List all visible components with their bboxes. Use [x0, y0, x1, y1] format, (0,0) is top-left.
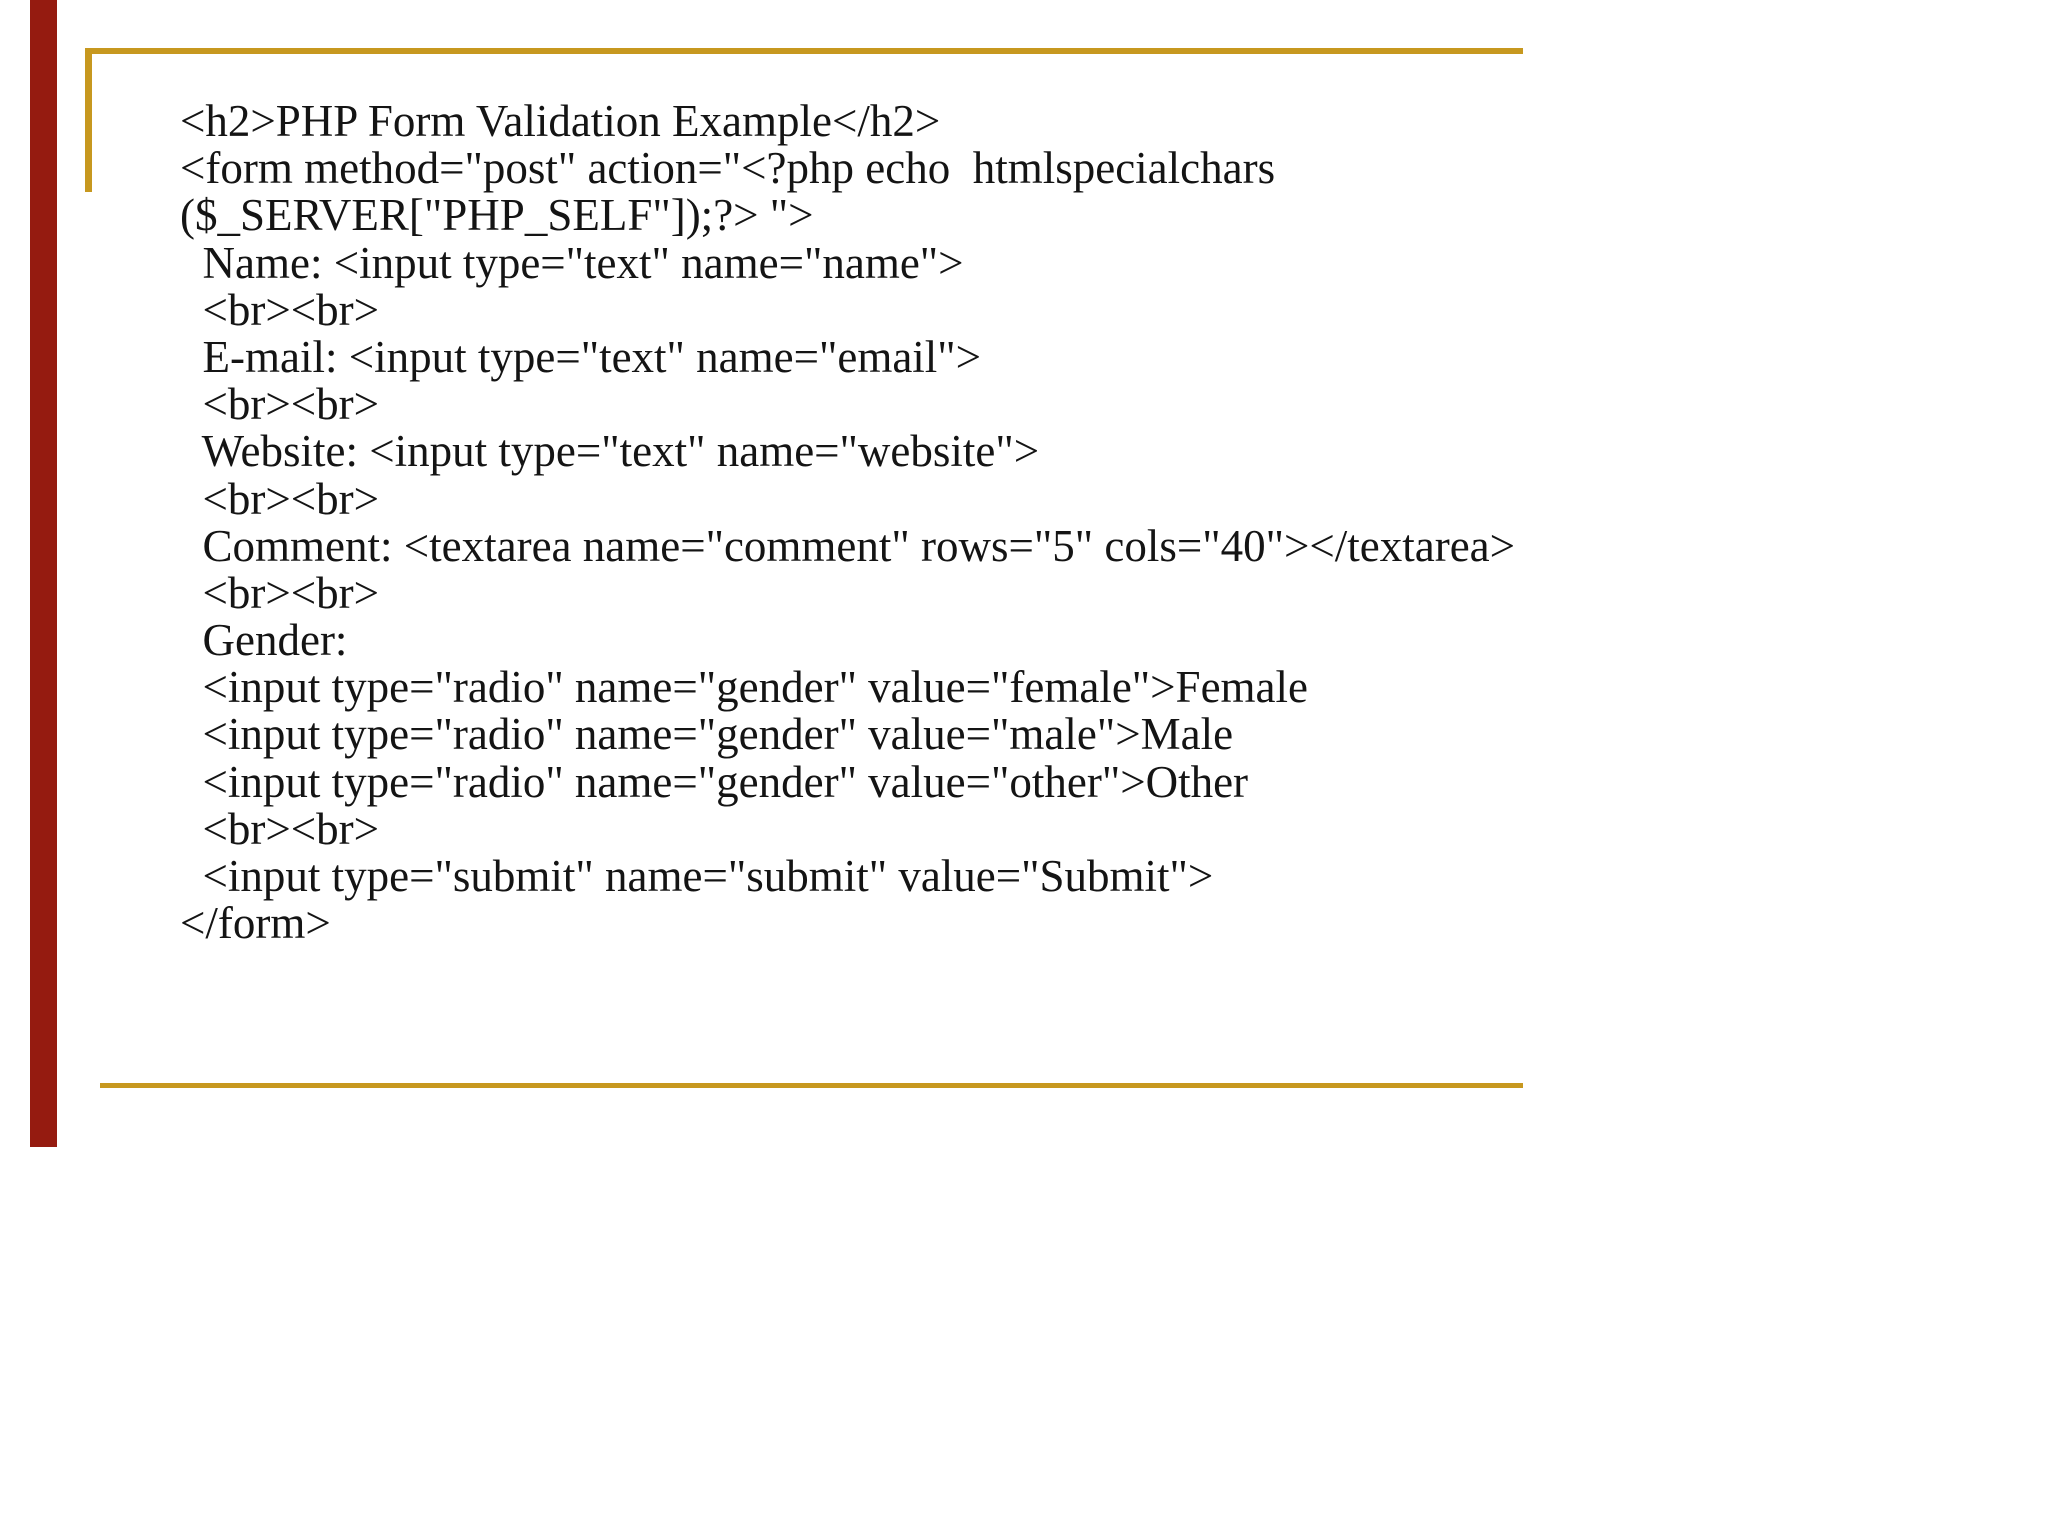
- code-line: <input type="radio" name="gender" value=…: [180, 662, 1309, 713]
- gold-bottom-rule: [100, 1083, 1523, 1088]
- code-line: <input type="radio" name="gender" value=…: [180, 756, 1249, 807]
- code-line: Name: <input type="text" name="name">: [180, 237, 964, 288]
- red-accent-bar: [30, 0, 57, 1147]
- code-line: <br><br>: [180, 284, 379, 335]
- code-line: <input type="radio" name="gender" value=…: [180, 709, 1234, 760]
- code-line: Website: <input type="text" name="websit…: [180, 426, 1040, 477]
- gold-top-rule: [85, 48, 1523, 54]
- code-line: <br><br>: [180, 473, 379, 524]
- code-line: <h2>PHP Form Validation Example</h2>: [180, 96, 941, 146]
- code-line: Comment: <textarea name="comment" rows="…: [180, 520, 1516, 571]
- code-line: <br><br>: [180, 379, 379, 430]
- gold-corner-vertical-rule: [85, 48, 92, 192]
- code-line: <br><br>: [180, 803, 379, 854]
- code-line: <form method="post" action="<?php echo h…: [180, 143, 1276, 194]
- code-line: ($_SERVER["PHP_SELF"]);?> ">: [180, 190, 814, 241]
- code-line: </form>: [180, 898, 331, 949]
- code-line: <br><br>: [180, 567, 379, 618]
- code-block: <h2>PHP Form Validation Example</h2><for…: [180, 96, 1880, 949]
- code-line: <input type="submit" name="submit" value…: [180, 851, 1214, 901]
- code-line: Gender:: [180, 615, 348, 666]
- code-line: E-mail: <input type="text" name="email">: [180, 331, 982, 382]
